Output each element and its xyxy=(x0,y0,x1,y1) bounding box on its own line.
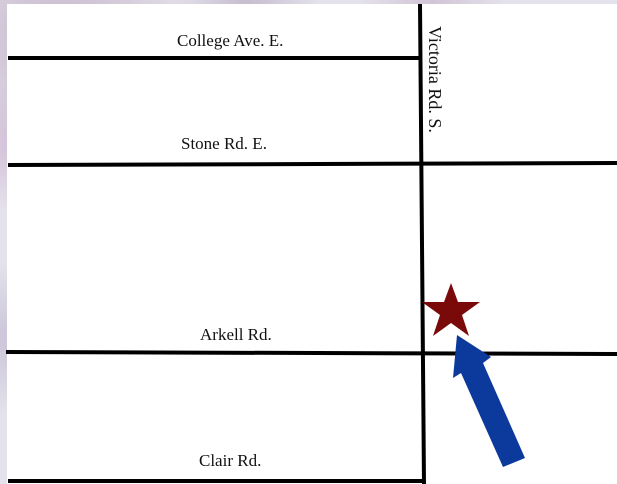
road-label-college: College Ave. E. xyxy=(177,31,284,50)
road-label-stone: Stone Rd. E. xyxy=(181,134,267,153)
road-label-arkell: Arkell Rd. xyxy=(200,325,272,344)
star-icon xyxy=(422,283,480,336)
road-arkell xyxy=(5,350,617,356)
road-label-victoria: Victoria Rd. S. xyxy=(425,26,445,133)
map-panel xyxy=(7,4,617,484)
road-stone xyxy=(7,161,617,167)
arrow-icon xyxy=(453,335,525,467)
road-label-clair: Clair Rd. xyxy=(199,451,262,470)
road-victoria xyxy=(418,3,426,484)
